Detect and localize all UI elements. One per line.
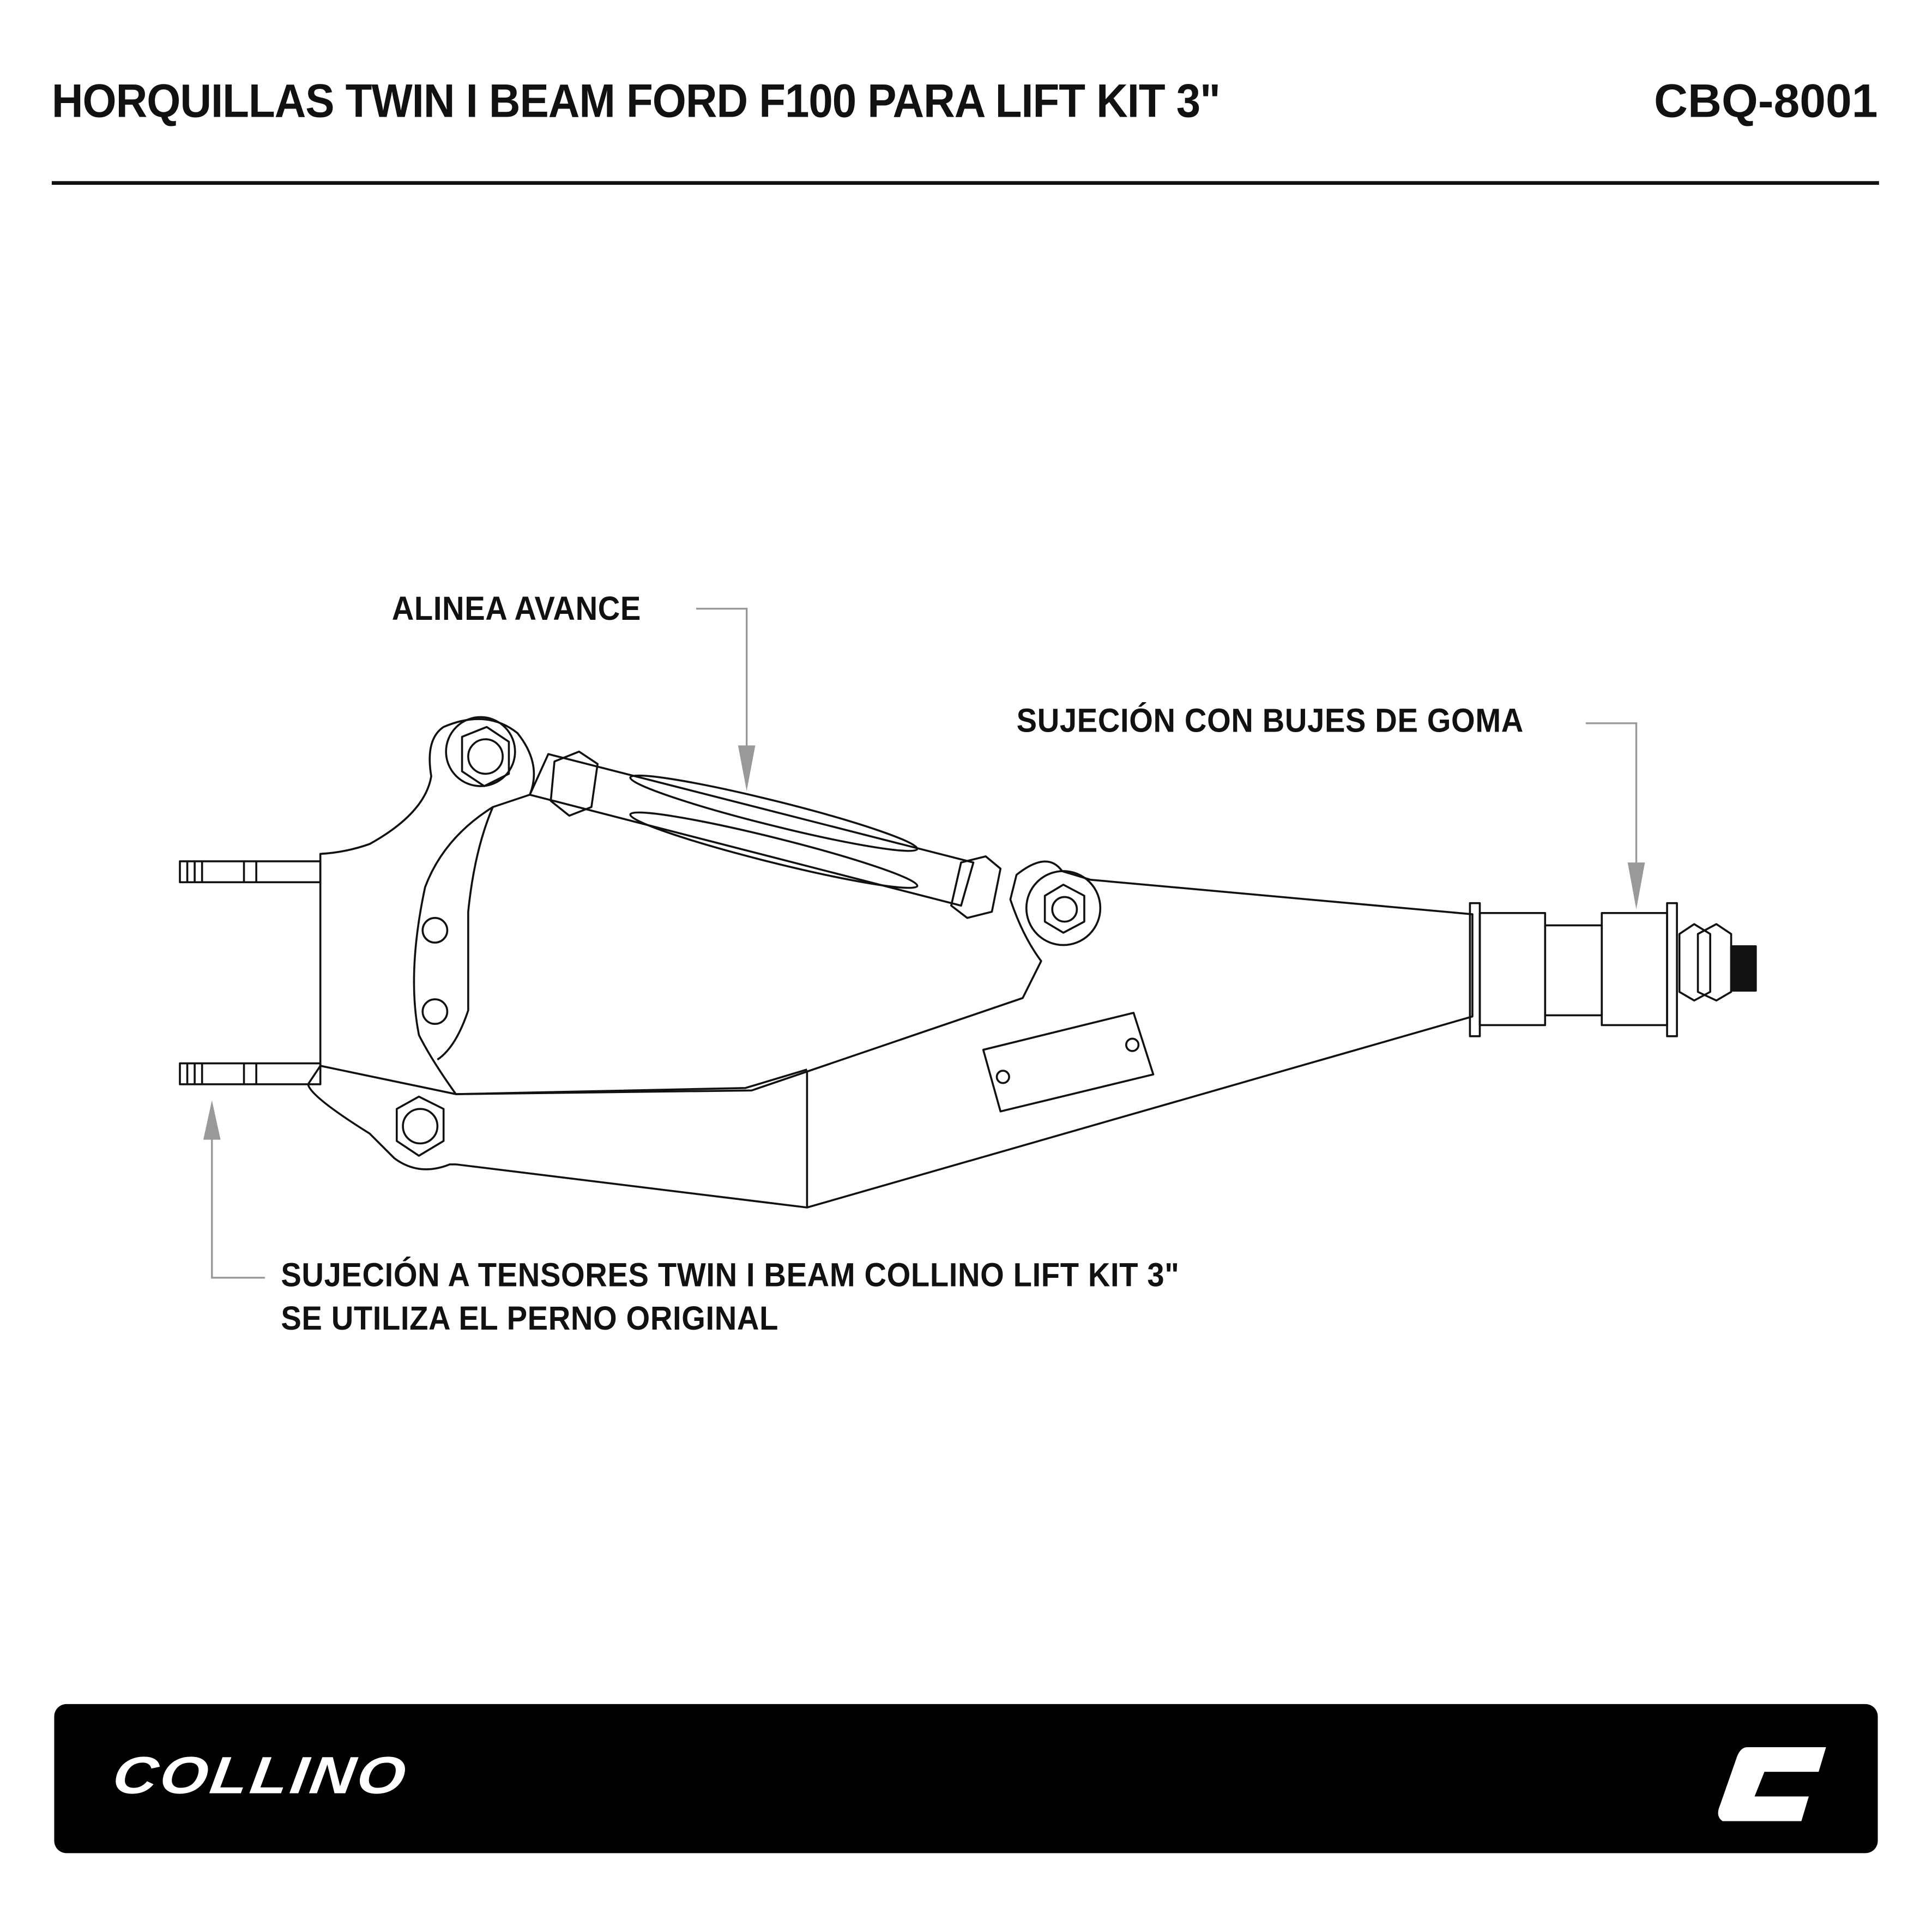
leader-lines [211,607,1638,1279]
bottom-pin [179,1062,322,1085]
callout-bujes: SUJECIÓN CON BUJES DE GOMA [1016,702,1524,740]
arrow-tensores [203,1100,221,1140]
footer-bar [54,1704,1878,1853]
page-title: HORQUILLAS TWIN I BEAM FORD F100 PARA LI… [51,76,1221,129]
callout-alinea-avance: ALINEA AVANCE [391,590,642,627]
arrow-alinea [738,745,756,792]
arrow-bujes [1627,862,1645,910]
header-divider [51,181,1879,185]
callout-tensores-line1: SUJECIÓN A TENSORES TWIN I BEAM COLLINO … [281,1257,1180,1294]
part-code: CBQ-8001 [1654,76,1878,129]
callout-tensores-line2: SE UTILIZA EL PERNO ORIGINAL [281,1300,779,1337]
